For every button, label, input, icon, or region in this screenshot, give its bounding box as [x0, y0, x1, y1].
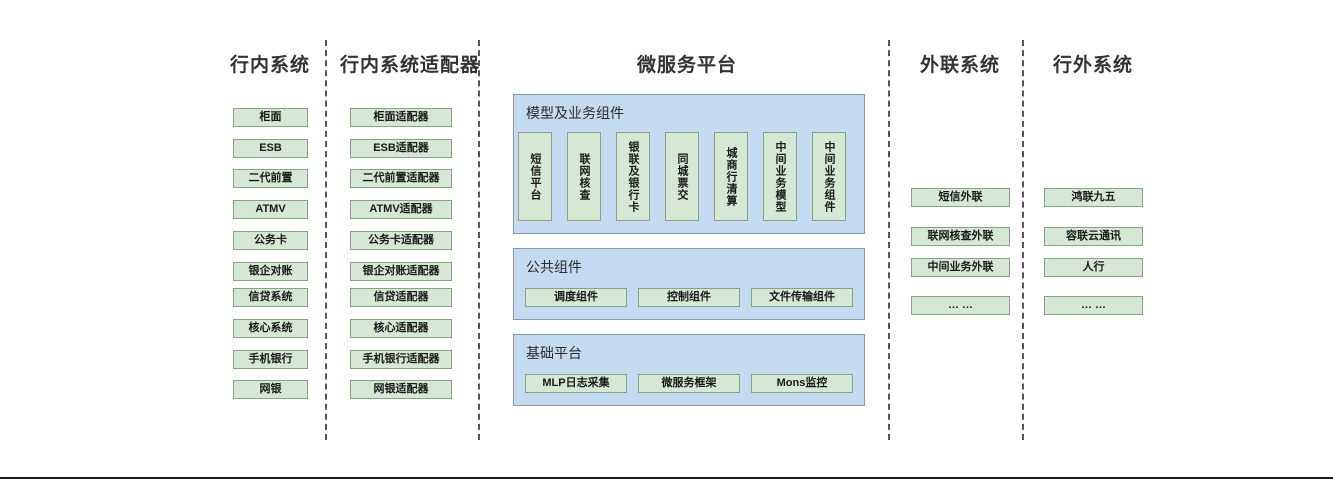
- node-outside-bank-system[interactable]: … …: [1044, 296, 1143, 315]
- node-internal-adapter[interactable]: 二代前置适配器: [350, 169, 452, 188]
- column-title-external-link-systems: 外联系统: [919, 55, 1000, 76]
- node-internal-system[interactable]: ATMV: [233, 200, 308, 219]
- node-business-component[interactable]: 同城票交: [665, 132, 699, 221]
- node-business-component[interactable]: 中间业务模型: [763, 132, 797, 221]
- node-internal-system[interactable]: 核心系统: [233, 319, 308, 338]
- node-internal-system[interactable]: 银企对账: [233, 262, 308, 281]
- node-base-platform-component[interactable]: MLP日志采集: [525, 374, 627, 393]
- node-base-platform-component[interactable]: Mons监控: [751, 374, 853, 393]
- column-divider-3: [888, 40, 890, 440]
- node-outside-bank-system[interactable]: 人行: [1044, 258, 1143, 277]
- node-external-link-system[interactable]: … …: [911, 296, 1010, 315]
- node-internal-adapter[interactable]: 网银适配器: [350, 380, 452, 399]
- panel-common-components: 公共组件: [513, 248, 865, 320]
- node-business-component[interactable]: 城商行清算: [714, 132, 748, 221]
- node-outside-bank-system[interactable]: 容联云通讯: [1044, 227, 1143, 246]
- node-internal-system[interactable]: 信贷系统: [233, 288, 308, 307]
- node-business-component[interactable]: 联网核查: [567, 132, 601, 221]
- column-title-microservice-platform: 微服务平台: [637, 55, 738, 76]
- node-external-link-system[interactable]: 中间业务外联: [911, 258, 1010, 277]
- node-internal-adapter[interactable]: 手机银行适配器: [350, 350, 452, 369]
- column-divider-2: [478, 40, 480, 440]
- panel-title-common-components: 公共组件: [526, 259, 582, 275]
- node-internal-adapter[interactable]: ESB适配器: [350, 139, 452, 158]
- node-internal-adapter[interactable]: 公务卡适配器: [350, 231, 452, 250]
- panel-title-model-business-components: 模型及业务组件: [526, 105, 624, 121]
- node-internal-system[interactable]: ESB: [233, 139, 308, 158]
- node-common-component[interactable]: 调度组件: [525, 288, 627, 307]
- column-divider-4: [1022, 40, 1024, 440]
- node-business-component[interactable]: 短信平台: [518, 132, 552, 221]
- node-business-component-label: 城商行清算: [725, 146, 737, 207]
- node-business-component-label: 银联及银行卡: [627, 140, 639, 213]
- node-business-component-label: 联网核查: [578, 152, 590, 201]
- node-internal-system[interactable]: 手机银行: [233, 350, 308, 369]
- node-business-component-label: 中间业务组件: [823, 140, 835, 213]
- node-outside-bank-system[interactable]: 鸿联九五: [1044, 188, 1143, 207]
- node-external-link-system[interactable]: 短信外联: [911, 188, 1010, 207]
- node-internal-system[interactable]: 网银: [233, 380, 308, 399]
- node-internal-adapter[interactable]: 银企对账适配器: [350, 262, 452, 281]
- node-business-component[interactable]: 银联及银行卡: [616, 132, 650, 221]
- node-business-component-label: 中间业务模型: [774, 140, 786, 213]
- node-base-platform-component[interactable]: 微服务框架: [638, 374, 740, 393]
- node-internal-adapter[interactable]: 核心适配器: [350, 319, 452, 338]
- node-business-component-label: 短信平台: [529, 152, 541, 201]
- node-business-component-label: 同城票交: [676, 152, 688, 201]
- node-common-component[interactable]: 控制组件: [638, 288, 740, 307]
- panel-base-platform: 基础平台: [513, 334, 865, 406]
- node-internal-system[interactable]: 公务卡: [233, 231, 308, 250]
- column-title-internal-systems: 行内系统: [229, 55, 310, 76]
- node-internal-adapter[interactable]: 信贷适配器: [350, 288, 452, 307]
- node-internal-adapter[interactable]: ATMV适配器: [350, 200, 452, 219]
- node-internal-system[interactable]: 柜面: [233, 108, 308, 127]
- column-title-outside-bank-systems: 行外系统: [1052, 55, 1133, 76]
- column-divider-1: [325, 40, 327, 440]
- bottom-divider-rule: [0, 477, 1333, 479]
- node-internal-system[interactable]: 二代前置: [233, 169, 308, 188]
- node-internal-adapter[interactable]: 柜面适配器: [350, 108, 452, 127]
- column-title-internal-adapters: 行内系统适配器: [339, 55, 480, 76]
- node-business-component[interactable]: 中间业务组件: [812, 132, 846, 221]
- node-common-component[interactable]: 文件传输组件: [751, 288, 853, 307]
- node-external-link-system[interactable]: 联网核查外联: [911, 227, 1010, 246]
- panel-title-base-platform: 基础平台: [526, 345, 582, 361]
